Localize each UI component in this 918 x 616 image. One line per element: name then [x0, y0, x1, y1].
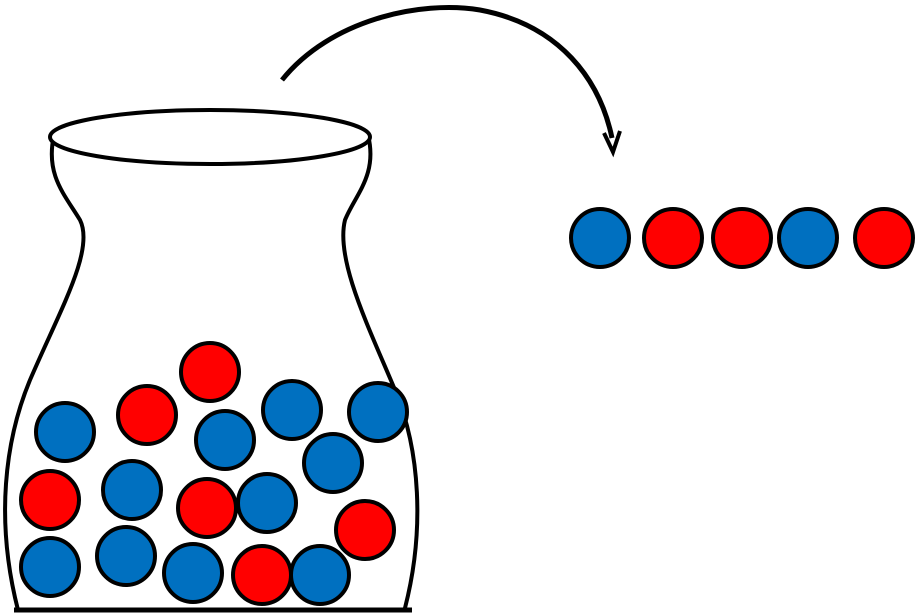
arrow-arc	[280, 5, 615, 139]
jar-blue-ball	[19, 536, 81, 598]
jar-blue-ball	[302, 432, 364, 494]
sample-blue-ball	[569, 207, 631, 269]
jar-red-ball	[231, 544, 293, 606]
jar-red-ball	[116, 384, 178, 446]
arrowhead-icon	[602, 130, 622, 158]
jar-blue-ball	[194, 409, 256, 471]
sample-balls	[569, 207, 915, 269]
sample-blue-ball	[777, 207, 839, 269]
jar-blue-ball	[162, 542, 224, 604]
jar-left-side	[3, 134, 86, 611]
jar-right-side	[341, 134, 420, 609]
jar-red-ball	[19, 469, 81, 531]
jar-red-ball	[179, 341, 241, 403]
jar-blue-ball	[261, 379, 323, 441]
jar-opening	[48, 108, 372, 166]
draw-arrow	[280, 5, 622, 158]
jar-balls	[19, 341, 409, 606]
jar-red-ball	[176, 477, 238, 539]
jar-blue-ball	[34, 401, 96, 463]
jar-blue-ball	[101, 459, 163, 521]
jar-blue-ball	[289, 544, 351, 606]
jar-blue-ball	[347, 381, 409, 443]
jar	[3, 108, 420, 613]
sample-red-ball	[711, 207, 773, 269]
jar-blue-ball	[95, 525, 157, 587]
sample-red-ball	[853, 207, 915, 269]
sample-red-ball	[642, 207, 704, 269]
jar-red-ball	[334, 499, 396, 561]
jar-blue-ball	[236, 472, 298, 534]
